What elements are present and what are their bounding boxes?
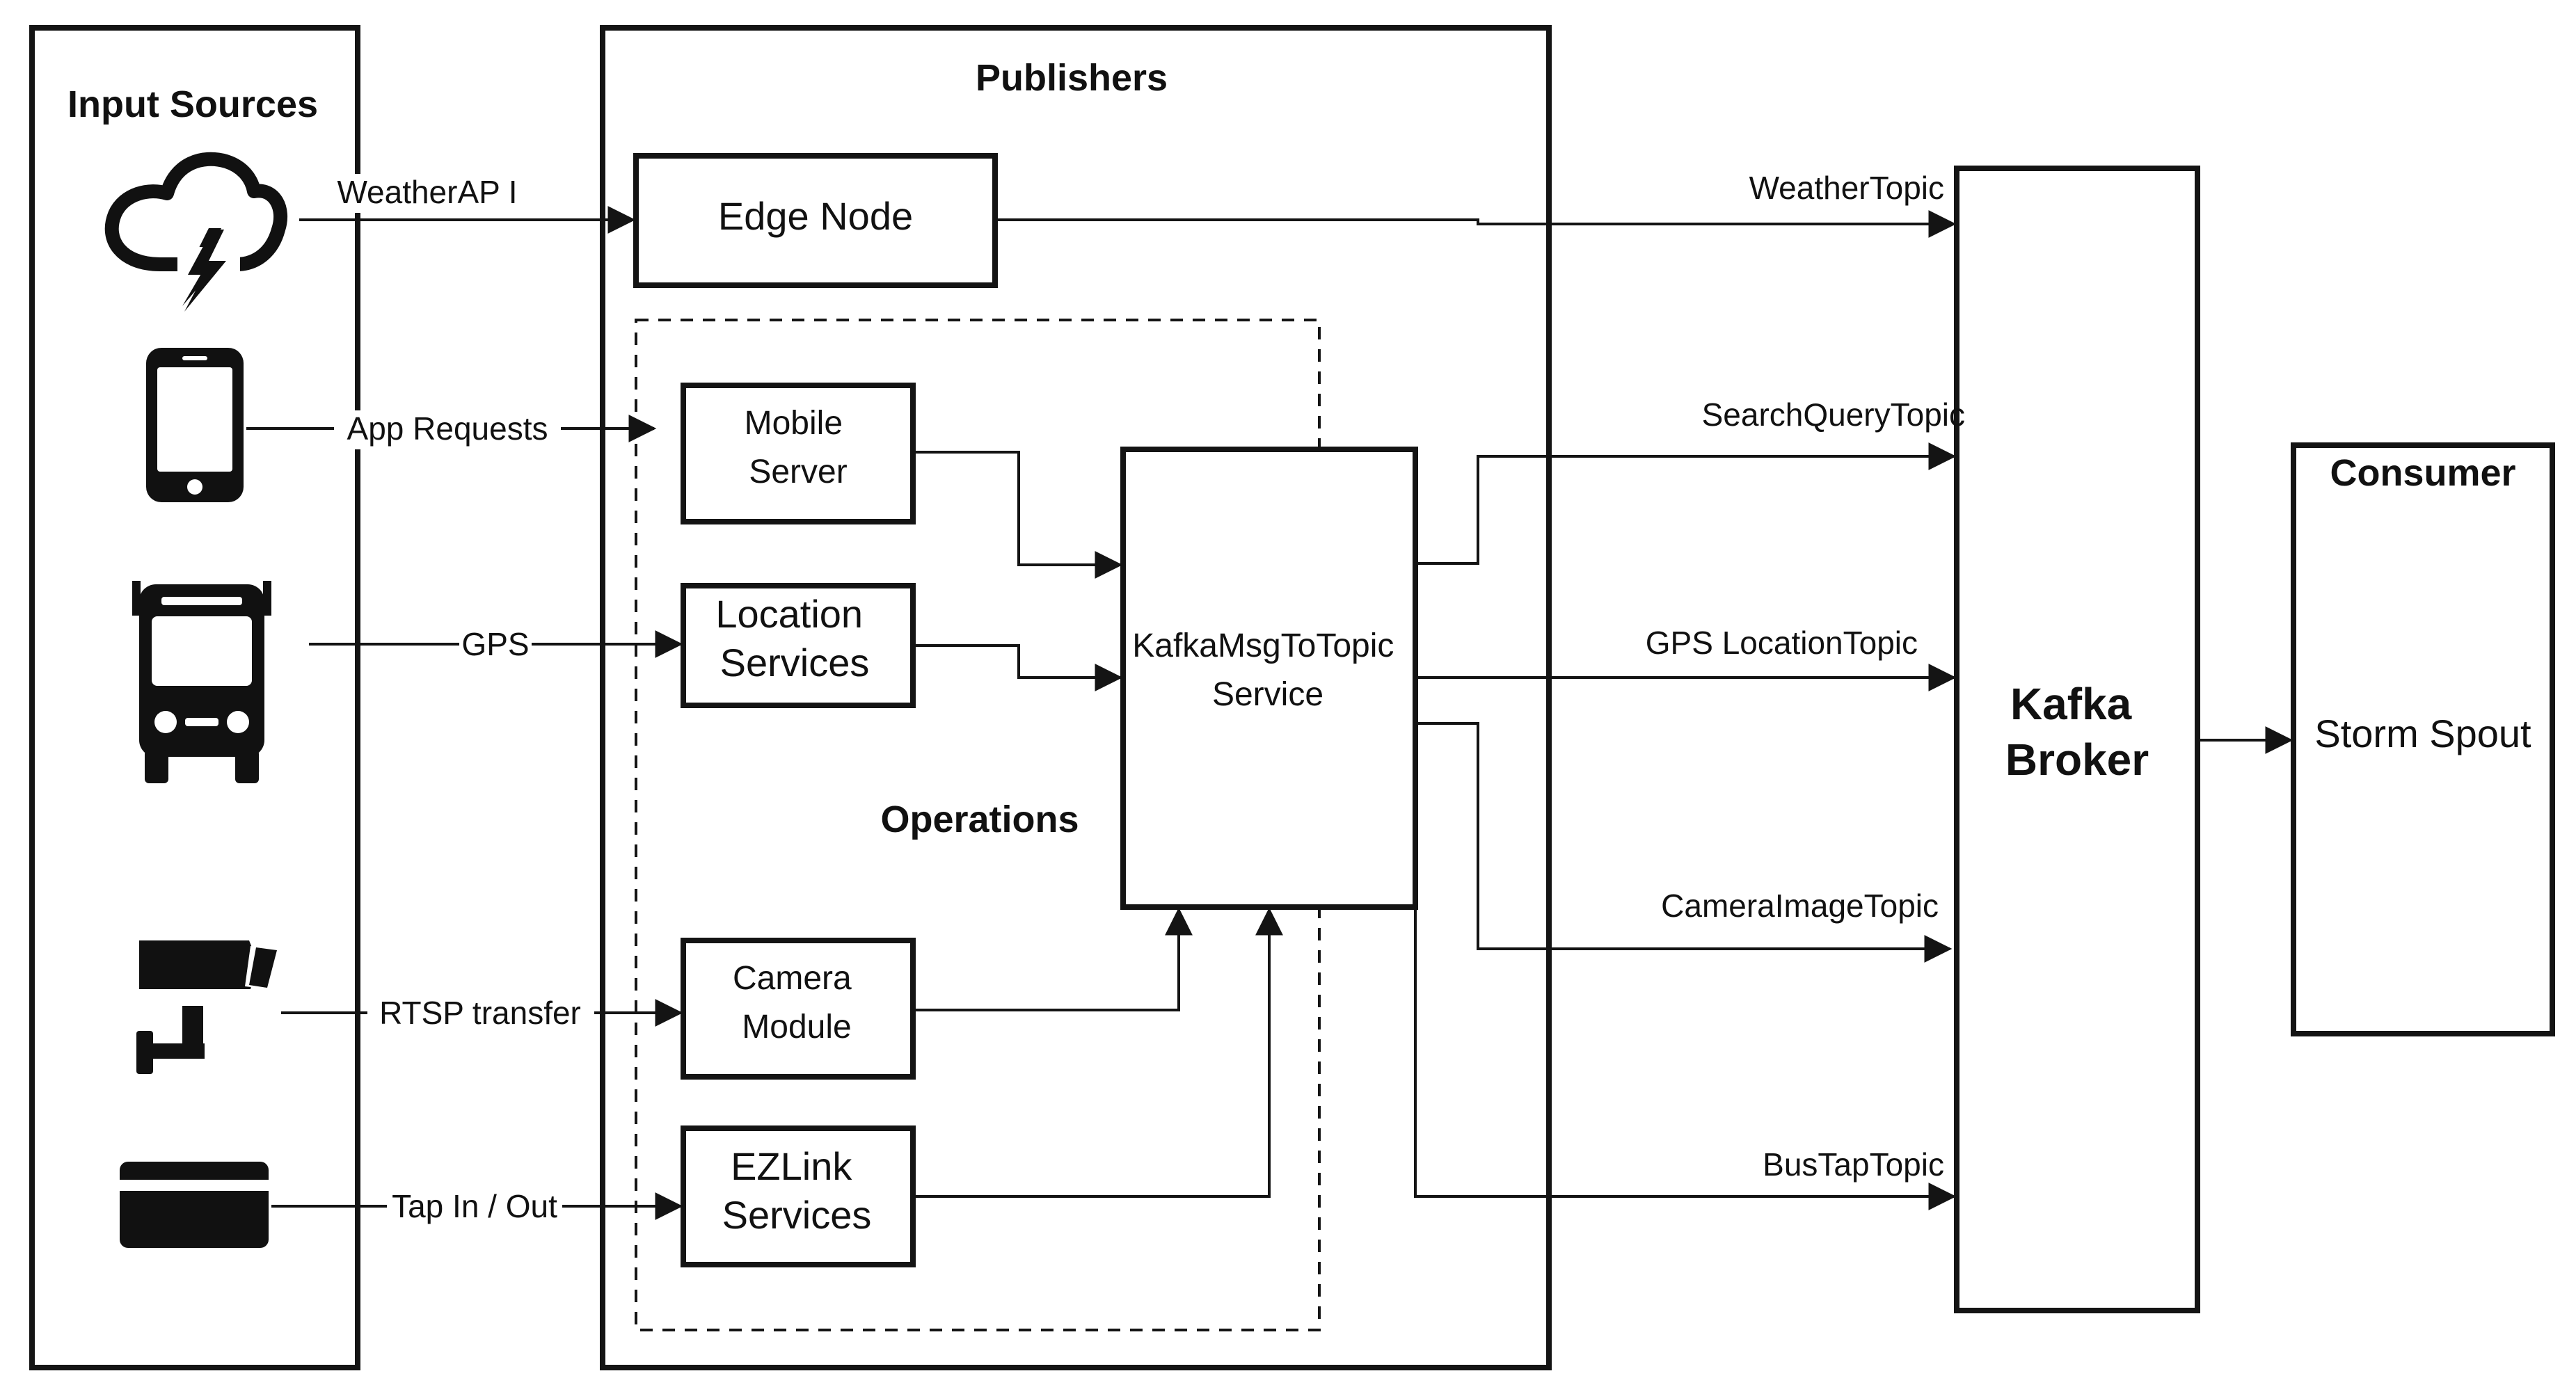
edge-camera-image-topic — [1415, 722, 1953, 963]
camera-module-line-1: Camera — [733, 960, 852, 997]
consumer-box — [2291, 442, 2555, 1036]
payment-card-icon — [120, 1162, 269, 1248]
input-sources-title: Input Sources — [67, 83, 318, 125]
edge-labels: WeatherAP I App Requests GPS RTSP transf… — [327, 170, 1965, 1226]
label-rtsp-transfer: RTSP transfer — [379, 995, 581, 1031]
kafka-msg-to-topic-service-label: KafkaMsgToTopic Service — [1132, 627, 1404, 713]
edge-node-box — [633, 153, 998, 288]
ezlink-services-line-2: Services — [722, 1193, 872, 1237]
weather-cloud-lightning-icon — [104, 152, 288, 312]
location-services-line-2: Services — [720, 641, 870, 684]
label-gps-location-topic: GPS LocationTopic — [1646, 625, 1918, 661]
publishers-title: Publishers — [976, 57, 1168, 99]
smartphone-icon — [146, 348, 244, 502]
kafka-msg-to-topic-service-box — [1120, 447, 1418, 910]
label-weather-api: WeatherAP I — [337, 174, 517, 210]
edge-ezlink-to-kafka-service — [913, 907, 1283, 1198]
camera-module-label: Camera Module — [733, 960, 861, 1046]
edge-weather-topic — [995, 210, 1957, 238]
edge-mobile-to-kafka-service — [913, 451, 1123, 579]
edge-camera-to-kafka-service — [913, 907, 1193, 1011]
label-camera-image-topic: CameraImageTopic — [1661, 888, 1939, 924]
cctv-camera-icon — [136, 940, 280, 1074]
mobile-server-label: Mobile Server — [745, 405, 852, 490]
kafka-service-line-2: Service — [1212, 676, 1323, 713]
edge-bus-tap-topic — [1414, 907, 1957, 1210]
label-app-requests: App Requests — [347, 410, 548, 447]
camera-module-box — [681, 938, 916, 1080]
consumer-title: Consumer — [2330, 452, 2515, 494]
ezlink-services-label: EZLink Services — [722, 1144, 872, 1237]
label-tap-in-out: Tap In / Out — [392, 1188, 557, 1224]
label-weather-topic: WeatherTopic — [1749, 170, 1944, 206]
ezlink-services-line-1: EZLink — [731, 1144, 852, 1188]
kafka-broker-line-2: Broker — [2005, 735, 2149, 785]
kafka-service-line-1: KafkaMsgToTopic — [1132, 627, 1394, 664]
operations-label: Operations — [880, 799, 1079, 840]
kafka-broker-label: Kafka Broker — [2005, 679, 2149, 785]
storm-spout-label: Storm Spout — [2314, 712, 2531, 755]
mobile-server-box — [681, 383, 916, 524]
camera-module-line-2: Module — [742, 1009, 851, 1046]
edge-location-to-kafka-service — [913, 644, 1123, 691]
label-bus-tap-topic: BusTapTopic — [1763, 1146, 1944, 1183]
mobile-server-line-2: Server — [749, 454, 847, 490]
edge-search-query-topic — [1415, 442, 1957, 565]
mobile-server-line-1: Mobile — [745, 405, 843, 442]
edge-node-label: Edge Node — [718, 194, 913, 238]
bus-icon — [132, 581, 271, 783]
kafka-broker-line-1: Kafka — [2010, 679, 2132, 729]
label-search-query-topic: SearchQueryTopic — [1702, 396, 1965, 433]
location-services-line-1: Location — [715, 592, 863, 636]
label-gps: GPS — [461, 626, 529, 662]
location-services-label: Location Services — [715, 592, 873, 684]
